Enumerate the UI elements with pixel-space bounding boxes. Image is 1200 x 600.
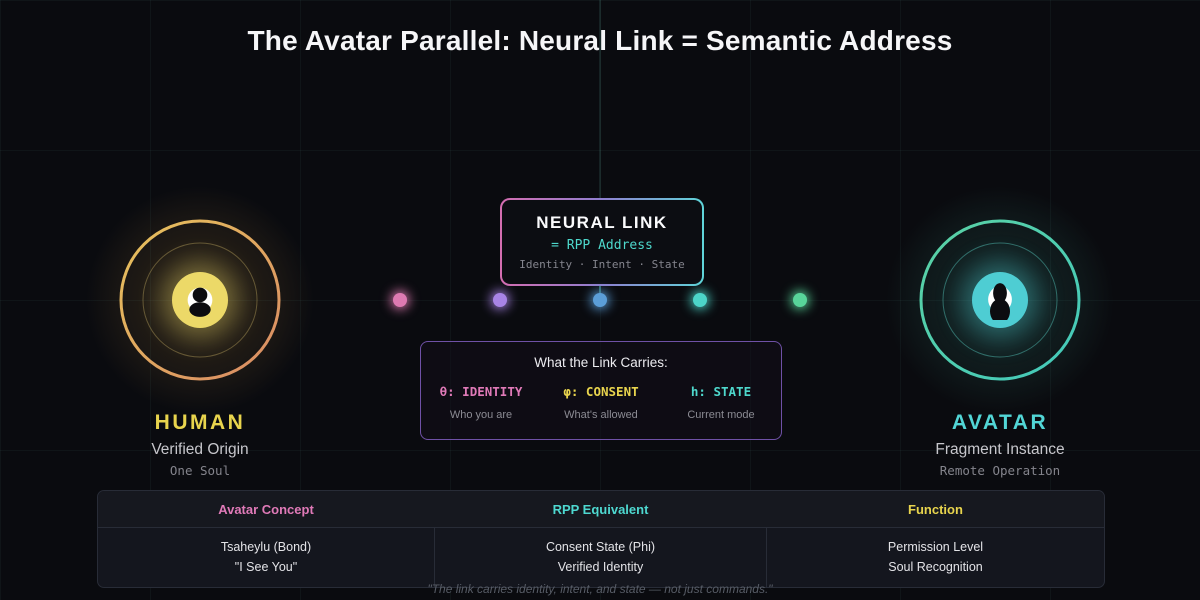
avatar-rings (919, 219, 1081, 381)
carries-item-desc: What's allowed (564, 409, 638, 421)
person-icon (187, 287, 213, 317)
neural-link-caption: Identity · Intent · State (519, 258, 685, 271)
table-header-rpp-equivalent: RPP Equivalent (552, 501, 649, 517)
table-row: Tsaheylu (Bond) "I See You" Consent Stat… (98, 528, 1104, 587)
table-header-avatar-concept: Avatar Concept (218, 501, 314, 517)
human-name: HUMAN (154, 411, 246, 434)
human-subtitle: Verified Origin (151, 441, 249, 458)
neural-link-subtitle: = RPP Address (551, 238, 653, 253)
page-title: The Avatar Parallel: Neural Link = Seman… (247, 25, 953, 56)
link-dot (693, 293, 707, 307)
footer-quote: "The link carries identity, intent, and … (427, 582, 773, 596)
carries-item-identity: θ: IDENTITY Who you are (421, 384, 541, 421)
link-dot (593, 293, 607, 307)
cell-line: Consent State (Phi) (545, 540, 656, 554)
human-badge (172, 272, 228, 328)
neural-link-connector-line (599, 281, 601, 301)
link-carries-title: What the Link Carries: (534, 355, 668, 370)
link-dot (393, 293, 407, 307)
avatar-subtitle: Fragment Instance (935, 441, 1065, 458)
cell-line: Soul Recognition (888, 560, 983, 574)
avatar-name: AVATAR (951, 411, 1049, 434)
comparison-table: Avatar Concept RPP Equivalent Function T… (97, 490, 1105, 588)
avatar-caption: Remote Operation (939, 463, 1061, 478)
carries-item-state: h: STATE Current mode (661, 384, 781, 421)
link-carries-box: What the Link Carries: θ: IDENTITY Who y… (420, 341, 782, 440)
cell-line: Permission Level (887, 540, 984, 554)
cell-line: Verified Identity (557, 560, 644, 574)
carries-item-label: h: STATE (690, 384, 752, 399)
table-cell-rpp-equivalent: Consent State (Phi) Verified Identity (434, 528, 767, 587)
link-dot (793, 293, 807, 307)
cell-line: Tsaheylu (Bond) (220, 540, 312, 554)
neural-link-box: NEURAL LINK = RPP Address Identity · Int… (500, 198, 704, 286)
avatar-person-icon (988, 283, 1012, 320)
table-header-function: Function (908, 501, 963, 517)
carries-item-desc: Current mode (687, 409, 755, 421)
table-header-row: Avatar Concept RPP Equivalent Function (98, 491, 1104, 528)
neural-link-title: NEURAL LINK (536, 213, 668, 232)
carries-item-desc: Who you are (449, 409, 513, 421)
center-guide-line (599, 0, 601, 198)
link-dot (493, 293, 507, 307)
carries-item-label: φ: CONSENT (563, 384, 639, 399)
table-cell-function: Permission Level Soul Recognition (767, 528, 1104, 587)
cell-line: "I See You" (234, 560, 298, 574)
avatar-badge (972, 272, 1028, 328)
human-caption: One Soul (169, 463, 231, 478)
table-cell-avatar-concept: Tsaheylu (Bond) "I See You" (98, 528, 434, 587)
human-rings (119, 219, 281, 381)
carries-item-label: θ: IDENTITY (439, 384, 523, 399)
carries-item-consent: φ: CONSENT What's allowed (541, 384, 661, 421)
